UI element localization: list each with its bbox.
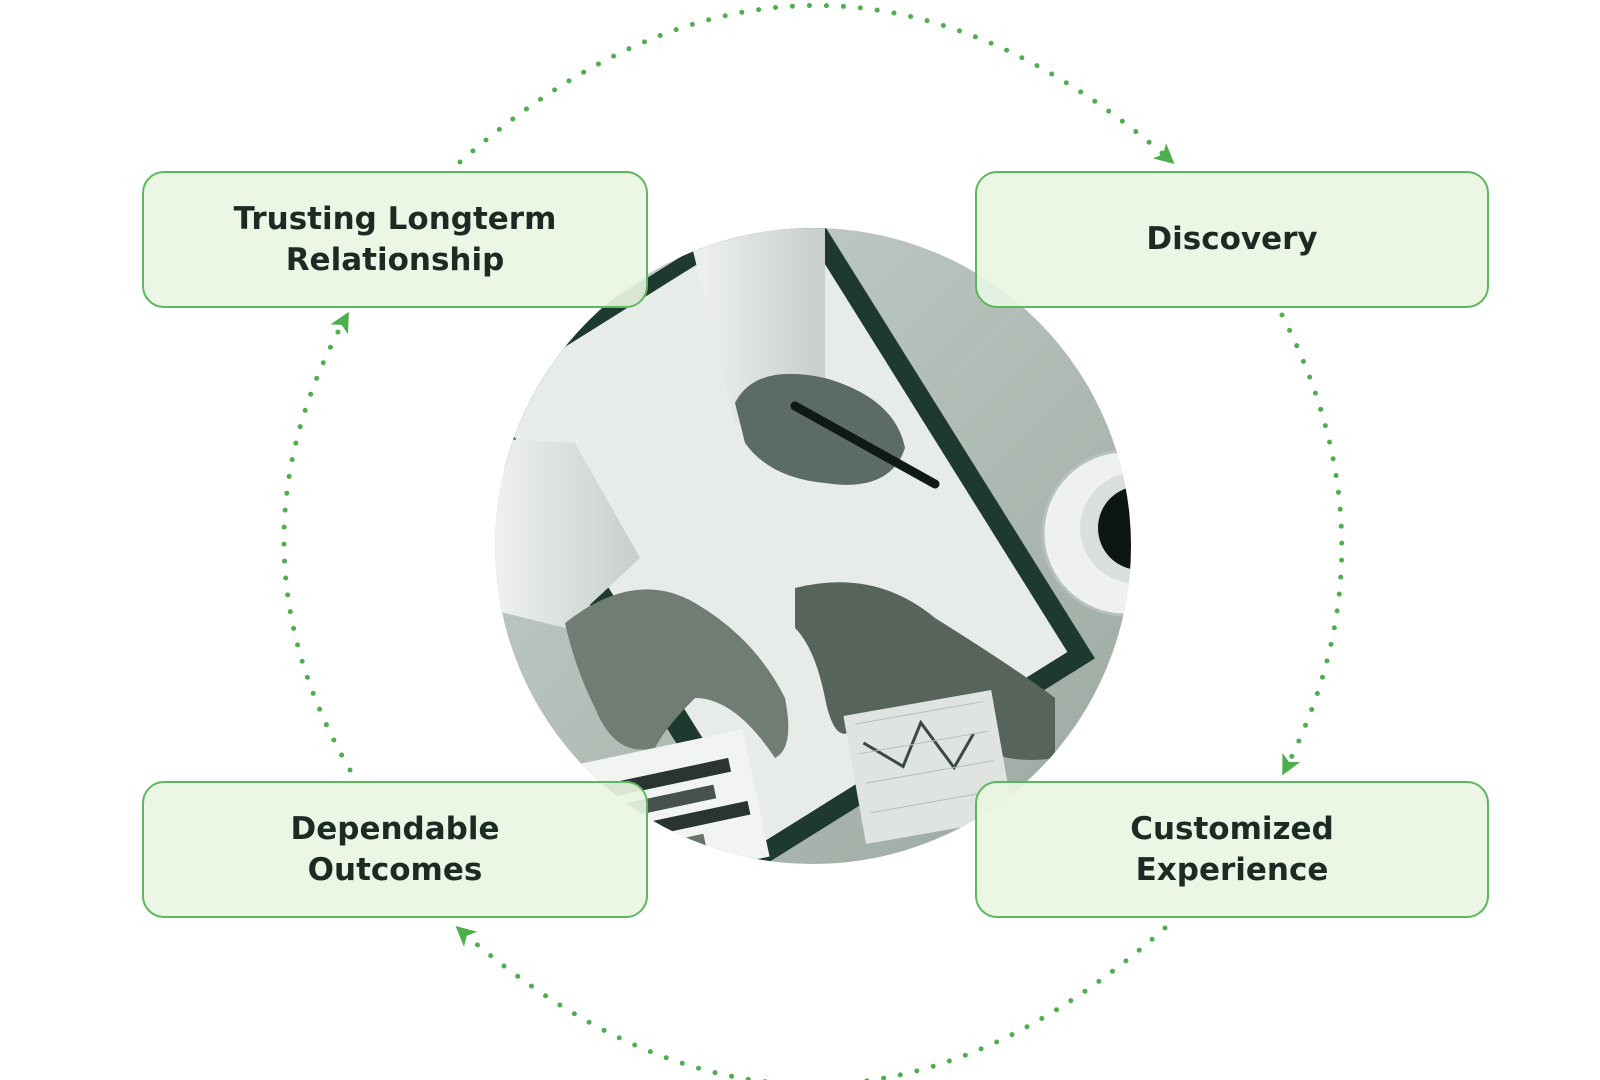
step-label-discovery: Discovery <box>1146 221 1318 257</box>
step-box-trusting-relationship: Trusting Longterm Relationship <box>142 171 648 308</box>
step-box-discovery: Discovery <box>975 171 1489 308</box>
step-label-customized-experience: Customized Experience <box>1130 810 1334 888</box>
connector-left-arc <box>281 311 353 773</box>
business-meeting-photo <box>495 228 1131 864</box>
step-label-dependable-outcomes: Dependable Outcomes <box>290 810 500 888</box>
connector-right-arc <box>1279 312 1345 776</box>
step-box-customized-experience: Customized Experience <box>975 781 1489 918</box>
connector-top-arc <box>457 3 1175 165</box>
step-box-dependable-outcomes: Dependable Outcomes <box>142 781 648 918</box>
connector-bottom-arc <box>455 925 1168 1080</box>
step-label-trusting-relationship: Trusting Longterm Relationship <box>233 200 557 278</box>
